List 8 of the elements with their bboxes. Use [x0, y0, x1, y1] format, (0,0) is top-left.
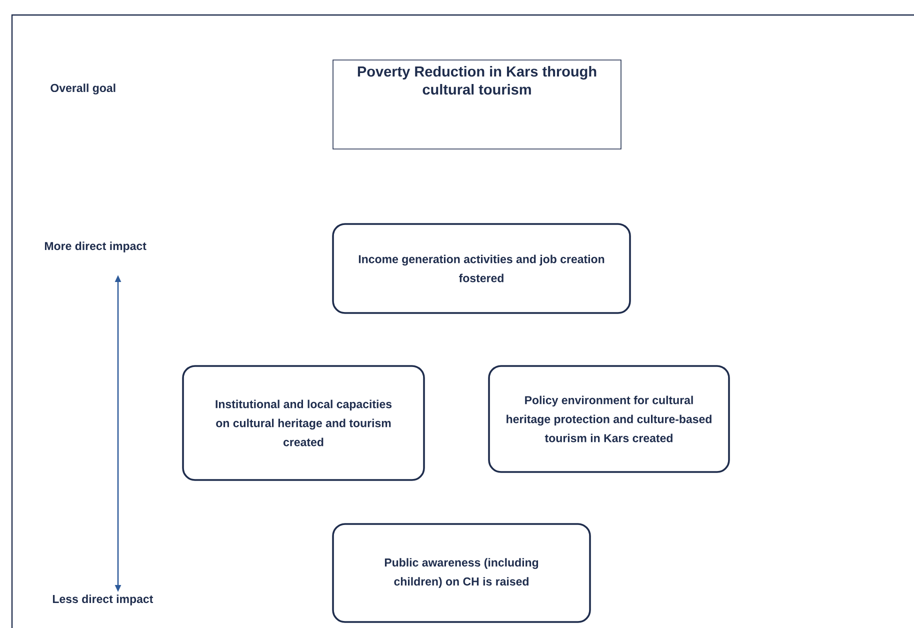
goal-box: Poverty Reduction in Kars through cultural tourism [332, 60, 622, 150]
outcome-box: Institutional and local capacities on cultural heritage and tourism created [182, 365, 425, 481]
impact-label: Less direct impact [52, 594, 154, 606]
outcome-box: Public awareness (including children) on CH is raised [332, 523, 591, 623]
outcome-box: Policy environment for cultural heritage protection and culture-based tourism in Kars created [488, 365, 730, 473]
impact-label: Overall goal [50, 84, 116, 94]
impact-label: More direct impact [44, 242, 146, 252]
outcome-box: Income generation activities and job creation fostered [332, 223, 631, 314]
